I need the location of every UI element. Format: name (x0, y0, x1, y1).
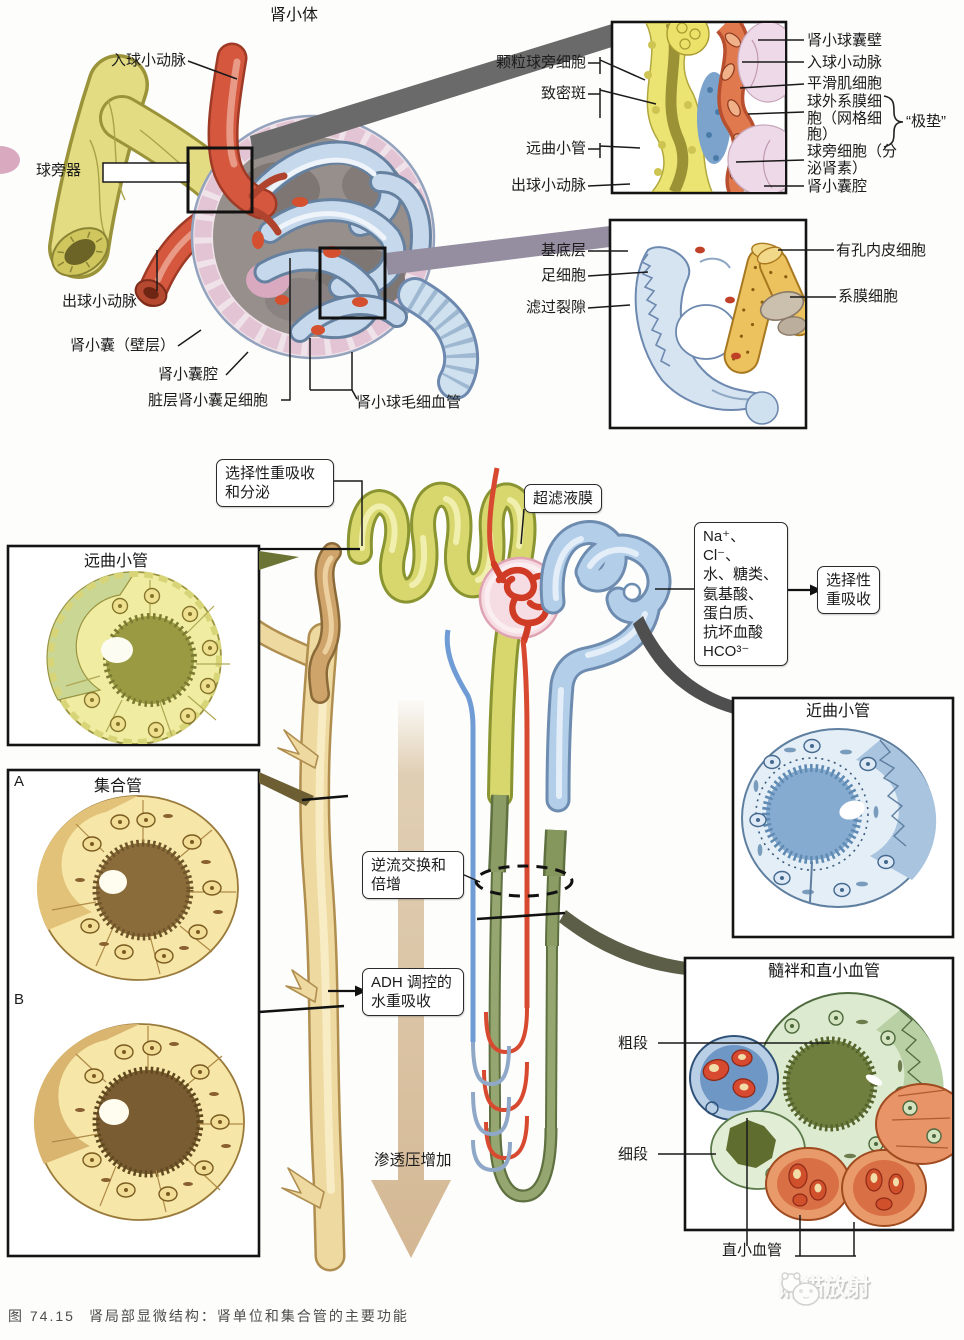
jg-inset-art (644, 23, 785, 192)
filtration-zoom-square (318, 246, 387, 320)
polar-cushion-brace (883, 95, 904, 148)
watermark: 熊猫放射 (778, 1268, 870, 1306)
renal-corpuscle-art (0, 42, 480, 400)
label-capsule-space: 肾小囊腔 (158, 366, 219, 383)
collecting-inset-title: 集合管 (94, 778, 143, 795)
filtration-inset-art (634, 242, 805, 425)
ticks-and-wedges (102, 95, 904, 1014)
label-thin-segment: 细段 (618, 1146, 649, 1163)
nephron-art (237, 467, 672, 1272)
figure-number: 图 74.15 (8, 1308, 75, 1324)
dct-inset-art (46, 571, 230, 744)
vasa-inset-title: 髓袢和直小血管 (768, 963, 881, 980)
label-osmotic-pressure: 渗透压增加 (374, 1152, 452, 1169)
label-jg-dct: 远曲小管 (525, 140, 586, 157)
label-glomerular-capillaries: 肾小球毛细血管 (356, 394, 462, 411)
corpuscle-title: 肾小体 (270, 7, 319, 24)
callout-countercurrent: 逆流交换和 倍增 (362, 851, 464, 900)
pointer-bands (250, 24, 734, 975)
callout-adh: ADH 调控的 水重吸收 (362, 968, 464, 1017)
collecting-inset-art (33, 795, 245, 1221)
label-podocytes: 脏层肾小囊足细胞 (148, 392, 269, 409)
label-efferent-arteriole: 出球小动脉 (62, 293, 138, 310)
label-macula-densa: 致密斑 (540, 85, 586, 102)
label-granular-jg-cells: 颗粒球旁细胞 (495, 54, 586, 71)
arrow-to-adh (355, 985, 367, 997)
vasa-inset-art (689, 992, 952, 1227)
callout-solutes: Na⁺、Cl⁻、 水、糖类、 氨基酸、 蛋白质、 抗坏血酸 HCO³⁻ (694, 522, 788, 667)
label-thick-segment: 粗段 (618, 1035, 649, 1052)
label-afferent-arteriole: 入球小动脉 (110, 52, 186, 69)
countercurrent-ellipse (474, 864, 574, 898)
label-podocyte: 足细胞 (540, 267, 586, 284)
label-mesangial-cell: 系膜细胞 (838, 288, 899, 305)
pct-inset-title: 近曲小管 (806, 703, 871, 720)
label-polar-cushion: “极垫” (906, 113, 946, 130)
label-fenestrated-endothelium: 有孔内皮细胞 (836, 242, 927, 259)
pct-inset-art (741, 728, 937, 908)
leader-lines (156, 39, 856, 1257)
inset-letter-a: A (14, 773, 25, 790)
label-extraglomerular-mesangial: 球外系膜细胞（网格细胞） (807, 93, 883, 143)
callout-selective-reabsorption-secretion: 选择性重吸收 和分泌 (216, 459, 334, 508)
label-capsule-parietal: 肾小囊（壁层） (70, 337, 176, 354)
dct-inset-title: 远曲小管 (84, 553, 149, 570)
arrow-to-selective-reabsorption (810, 584, 822, 596)
label-filtration-slit: 滤过裂隙 (525, 299, 586, 316)
figure-caption-text: 肾局部显微结构：肾单位和集合管的主要功能 (88, 1308, 409, 1324)
label-smooth-muscle: 平滑肌细胞 (807, 75, 883, 92)
callout-ultrafiltrate: 超滤液膜 (524, 484, 603, 514)
jga-zoom-square (186, 146, 254, 214)
label-vasa-recta: 直小血管 (722, 1242, 783, 1259)
label-jg-renin-cells: 球旁细胞（分泌肾素） (807, 143, 898, 177)
label-jg-afferent: 入球小动脉 (807, 54, 883, 71)
label-capsule-wall: 肾小球囊壁 (807, 32, 883, 49)
inset-letter-b: B (14, 991, 25, 1008)
label-jg-efferent: 出球小动脉 (510, 177, 586, 194)
jga-bracket (102, 162, 190, 183)
label-juxtaglomerular-apparatus: 球旁器 (36, 162, 82, 179)
label-jg-capsule-space: 肾小囊腔 (807, 178, 868, 195)
label-basal-lamina: 基底层 (540, 242, 586, 259)
panda-logo-icon (781, 1272, 820, 1306)
callout-selective-reabsorption: 选择性 重吸收 (817, 566, 881, 615)
figure-caption: 图 74.15 肾局部显微结构：肾单位和集合管的主要功能 (8, 1306, 409, 1326)
